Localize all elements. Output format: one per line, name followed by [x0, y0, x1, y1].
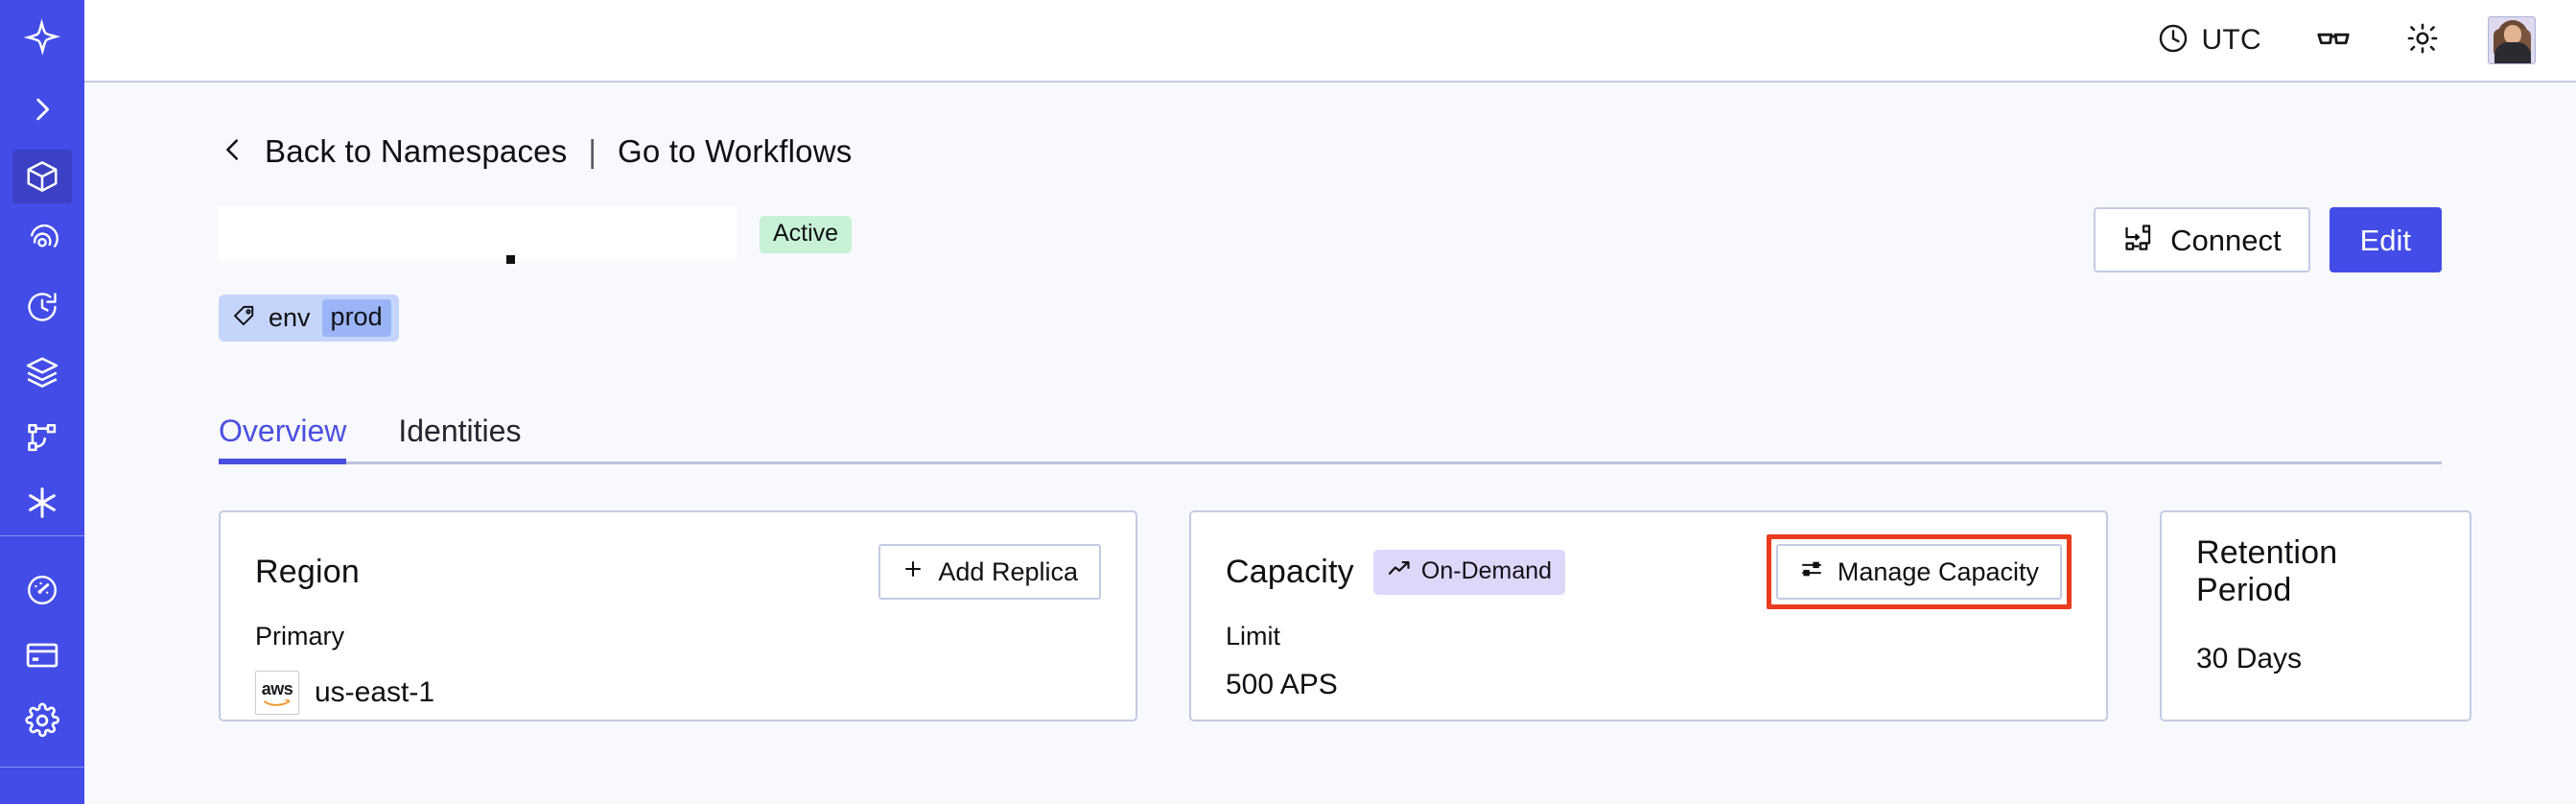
sidebar-item-expand-sidebar[interactable] [0, 75, 84, 144]
gear-icon [12, 694, 72, 747]
top-bar: UTC [84, 0, 2576, 83]
sidebar-item-schedules[interactable] [0, 274, 84, 340]
region-value-row: aws us-east-1 [255, 671, 1101, 715]
tab-overview[interactable]: Overview [219, 415, 347, 464]
cube-icon [12, 150, 72, 203]
sidebar-item-usage[interactable] [0, 557, 84, 623]
tag-key: env [269, 302, 311, 332]
region-value: us-east-1 [315, 676, 435, 708]
go-to-workflows-link[interactable]: Go to Workflows [618, 133, 853, 169]
sidebar-item-temporal-logo[interactable] [0, 0, 84, 75]
overview-cards: Region Add Replica [219, 510, 2471, 721]
avatar-face [2504, 25, 2521, 44]
tab-identities[interactable]: Identities [398, 414, 522, 448]
edit-label: Edit [2359, 223, 2411, 257]
sidebar-item-batch-operations[interactable] [0, 340, 84, 405]
layers-icon [12, 345, 72, 399]
timezone-selector[interactable]: UTC [2157, 22, 2261, 59]
temporal-logo-icon [12, 11, 72, 64]
sliders-icon [1799, 556, 1824, 588]
page-actions: Connect Edit [2094, 207, 2442, 272]
back-to-namespaces-link[interactable]: Back to Namespaces [219, 132, 567, 172]
timezone-label: UTC [2201, 24, 2261, 56]
breadcrumb: Back to Namespaces | Go to Workflows [219, 125, 2442, 178]
reading-mode-button[interactable] [2315, 20, 2352, 61]
capacity-card: Capacity On-Demand [1189, 510, 2108, 721]
manage-capacity-label: Manage Capacity [1837, 556, 2039, 586]
sidebar-item-workflows[interactable] [0, 405, 84, 470]
status-badge: Active [760, 215, 853, 253]
sidebar-item-nexus[interactable] [0, 470, 84, 535]
asterisk-icon [12, 476, 72, 530]
main-area: UTC [84, 0, 2576, 804]
capacity-sub-label: Limit [1226, 622, 1281, 650]
sidebar-divider-top [0, 535, 84, 536]
capacity-card-title: Capacity [1226, 553, 1354, 590]
tag-icon [232, 303, 257, 333]
tag-value: prod [321, 298, 391, 337]
clock-icon [2157, 22, 2190, 59]
clock-arrow-icon [12, 280, 72, 334]
region-card-title: Region [255, 553, 360, 590]
sun-icon [2405, 21, 2440, 60]
capacity-mode-badge: On-Demand [1372, 549, 1566, 595]
trending-up-icon [1387, 556, 1412, 586]
region-card: Region Add Replica [219, 510, 1137, 721]
manage-capacity-highlight: Manage Capacity [1766, 534, 2072, 609]
tag-chip-env[interactable]: env prod [219, 294, 399, 342]
connect-button[interactable]: Connect [2094, 207, 2310, 272]
tab-bar: Overview Identities [219, 391, 2442, 464]
sidebar-item-observability[interactable] [0, 209, 84, 274]
avatar-body [2494, 42, 2531, 63]
page-title-row: Active [219, 207, 2442, 280]
avatar[interactable] [2488, 16, 2536, 64]
chevron-right-icon [12, 83, 72, 136]
manage-capacity-button[interactable]: Manage Capacity [1775, 544, 2062, 600]
region-sub-label: Primary [255, 622, 344, 650]
aws-logo-icon: aws [255, 671, 299, 715]
theme-toggle-button[interactable] [2405, 21, 2440, 60]
sidebar-item-namespaces[interactable] [0, 144, 84, 209]
title-truncation-dot [506, 255, 515, 264]
retention-value: 30 Days [2196, 643, 2303, 674]
breadcrumb-separator: | [588, 133, 597, 169]
retention-card: Retention Period 30 Days [2160, 510, 2471, 721]
eye-spiral-icon [12, 215, 72, 269]
page-content: Back to Namespaces | Go to Workflows Act… [84, 83, 2576, 804]
chevron-left-icon [219, 132, 247, 172]
sidebar-item-billing[interactable] [0, 623, 84, 688]
plus-icon [902, 557, 925, 587]
credit-card-icon [12, 628, 72, 682]
glasses-icon [2315, 20, 2352, 61]
capacity-value: 500 APS [1226, 669, 1338, 700]
add-replica-button[interactable]: Add Replica [878, 544, 1101, 600]
connect-flow-icon [2122, 222, 2155, 259]
tags-row: env prod [219, 292, 2442, 343]
edit-button[interactable]: Edit [2329, 207, 2442, 272]
capacity-mode-label: On-Demand [1420, 556, 1553, 584]
sidebar-item-settings[interactable] [0, 688, 84, 753]
connect-label: Connect [2170, 223, 2282, 257]
back-to-namespaces-label: Back to Namespaces [265, 133, 568, 169]
page-title [219, 207, 737, 261]
retention-card-title: Retention Period [2196, 534, 2338, 608]
add-replica-label: Add Replica [938, 556, 1078, 586]
workflow-graph-icon [12, 411, 72, 464]
sidebar-divider-bottom [0, 767, 84, 768]
primary-sidebar [0, 0, 84, 804]
gauge-icon [12, 563, 72, 617]
